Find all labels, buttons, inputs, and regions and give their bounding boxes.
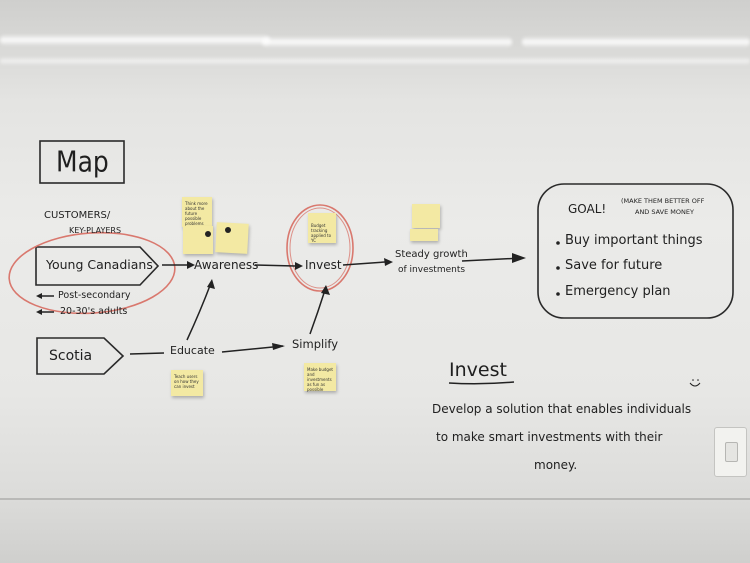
goal-item: Emergency plan (565, 284, 671, 299)
light-reflection (262, 36, 512, 48)
sticky-note: Think more about the future possible pro… (182, 197, 212, 227)
age-range-label: 20-30's adults (60, 306, 128, 317)
arrow-awareness-invest (254, 264, 296, 267)
sticky-note (410, 229, 438, 241)
map-title: Map (56, 144, 109, 179)
sticky-note-text: Budget tracking applied to YC (311, 223, 332, 243)
sticky-note-text: Make budget and investments as fun as po… (307, 367, 333, 392)
arrow-invest-growth (342, 261, 386, 266)
light-reflection (522, 36, 750, 48)
arrow-scotia-educate (129, 352, 165, 355)
pin-icon (225, 227, 231, 233)
educate-label: Educate (170, 344, 215, 357)
sticky-note-text: Teach users on how they can invest (174, 374, 199, 389)
invest-statement-heading: Invest (449, 359, 507, 381)
post-secondary-label: Post-secondary (58, 290, 131, 301)
scotia-label: Scotia (49, 348, 93, 364)
invest-statement-line: Develop a solution that enables individu… (432, 402, 692, 416)
goal-box (537, 183, 734, 319)
goal-aside-line1: (MAKE THEM BETTER OFF (621, 197, 705, 205)
sticky-note: Make budget and investments as fun as po… (304, 363, 336, 392)
customers-circle (8, 231, 176, 315)
sticky-note (183, 226, 213, 254)
invest-node-label: Invest (305, 258, 342, 272)
goal-aside-line2: AND SAVE MONEY (635, 208, 694, 216)
invest-statement-line: to make smart investments with their (436, 430, 663, 444)
invest-underline (448, 381, 515, 385)
goal-heading: GOAL! (568, 202, 607, 216)
simplify-label: Simplify (292, 337, 339, 351)
arrow-educate-awareness (186, 282, 212, 341)
sticky-note: Budget tracking applied to YC (308, 213, 336, 243)
steady-growth-label-line2: of investments (398, 265, 466, 275)
light-reflection (0, 57, 750, 65)
steady-growth-label: Steady growth (395, 249, 468, 260)
arrow-simplify-invest (309, 289, 326, 335)
sticky-note-text: Think more about the future possible pro… (185, 201, 208, 226)
young-canadians-label: Young Canadians (46, 257, 153, 272)
light-switch (714, 427, 747, 477)
smiley-doodle (689, 382, 701, 387)
pin-icon (205, 231, 211, 237)
sticky-note (412, 204, 440, 228)
invest-statement-line: money. (534, 458, 578, 472)
goal-item: Save for future (565, 258, 663, 273)
whiteboard-bottom-edge (0, 498, 750, 500)
invest-circle (286, 204, 354, 292)
key-players-label: KEY-PLAYERS (69, 226, 122, 235)
awareness-label: Awareness (194, 258, 259, 272)
customers-label: CUSTOMERS/ (44, 210, 111, 221)
scotia-shape (36, 337, 125, 375)
light-reflection (0, 34, 270, 46)
map-title-box (39, 140, 125, 184)
sticky-note (215, 222, 249, 254)
sticky-note: Teach users on how they can invest (171, 370, 203, 396)
goal-item: Buy important things (565, 233, 703, 248)
switch-toggle (725, 442, 738, 462)
young-canadians-shape (35, 246, 160, 286)
